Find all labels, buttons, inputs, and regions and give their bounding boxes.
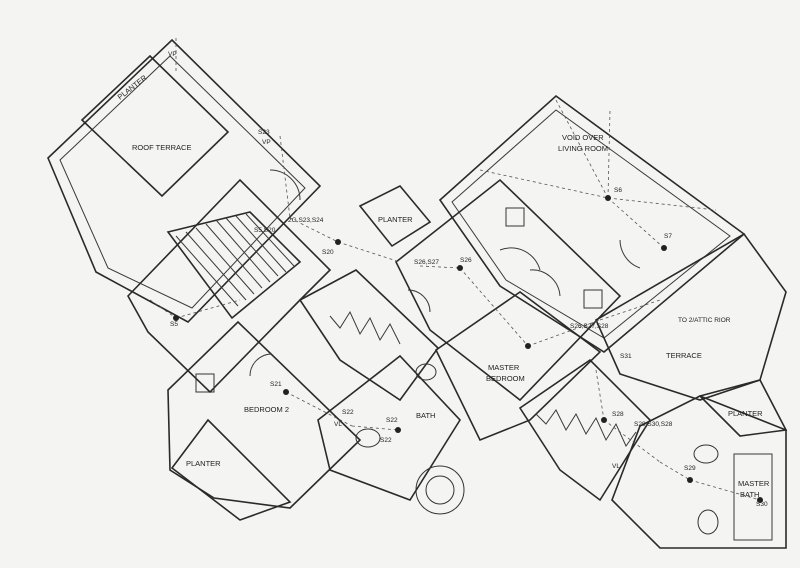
master-bath-tub (733, 453, 773, 541)
fixture-s7: S7 (664, 233, 672, 240)
label-planter-mid: PLANTER (378, 215, 413, 224)
switch-tags: S23 S5,S20 2G S23,S24 S26,S27 S26,S27,S2… (254, 129, 673, 428)
fixture-labels: S5 S20 S6 S7 S26 S21 S22 S28 S29 S30 S31 (170, 187, 768, 508)
tag-s29-s30-s28: S29,S30,S28 (634, 421, 673, 428)
void-inner (451, 109, 731, 339)
label-planter-right: PLANTER (728, 409, 763, 418)
label-void-line1: VOID OVER (562, 133, 604, 142)
light-s26 (457, 265, 463, 271)
bath-basin (355, 428, 381, 448)
stair-hall-outline (127, 178, 332, 394)
bath-toilet (415, 363, 437, 381)
light-s26b (525, 343, 531, 349)
tag-s23: S23 (258, 129, 270, 136)
tag-s5-s20: S5,S20 (254, 227, 276, 234)
label-planter-left: PLANTER (186, 459, 221, 468)
fixture-s6: S6 (614, 187, 622, 194)
label-master-bath-line1: MASTER (738, 479, 770, 488)
fixture-s31: S31 (620, 353, 632, 360)
label-master-bedroom-line1: MASTER (488, 363, 520, 372)
light-s28 (601, 417, 607, 423)
light-s21 (283, 389, 289, 395)
master-fan-box (583, 289, 603, 309)
light-points (173, 195, 763, 503)
left-wing-walls (47, 38, 462, 521)
label-bath: BATH (416, 411, 435, 420)
annotation-vl: VL (334, 421, 342, 428)
stair-block (166, 211, 302, 320)
label-bedroom2: BEDROOM 2 (244, 405, 289, 414)
roof-terrace-outline (47, 38, 322, 323)
bedroom2-outline (167, 320, 362, 509)
annotations: VP VP VL VL TO 2/ATTIC RIOR (168, 51, 731, 470)
right-wing-walls (358, 94, 788, 549)
fixture-s22: S22 (380, 437, 392, 444)
wiring (149, 38, 761, 501)
fixture-s21: S21 (270, 381, 282, 388)
wardrobe-outline (518, 358, 652, 502)
roof-terrace-inner (59, 55, 306, 309)
label-terrace: TERRACE (666, 351, 702, 360)
label-roof-terrace: ROOF TERRACE (132, 143, 191, 152)
fixture-s5: S5 (170, 321, 178, 328)
planter-left-box (170, 418, 292, 521)
bath-fixtures (195, 207, 719, 535)
stair-treads (175, 213, 295, 307)
door-swings (249, 169, 641, 377)
fixture-s20: S20 (322, 249, 334, 256)
annotation-vp-mid: VP (262, 139, 271, 146)
annotation-vl2: VL (612, 463, 620, 470)
label-master-bath-line2: BATH (740, 490, 759, 499)
light-s30 (757, 497, 763, 503)
planter-mid-box (358, 185, 432, 248)
light-s5 (173, 315, 179, 321)
tag-s23-s24: 2G S23,S24 (288, 217, 324, 224)
tag-s26-s27: S26,S27 (414, 259, 439, 266)
bath-shower-tray (415, 465, 465, 515)
light-s29 (687, 477, 693, 483)
fixture-s30: S30 (756, 501, 768, 508)
bath-outline (317, 354, 462, 501)
planter-top-box (80, 54, 230, 198)
master-bath-outline (611, 395, 787, 549)
fixture-s26: S26 (460, 257, 472, 264)
room-labels: ROOF TERRACE PLANTER PLANTER VOID OVER L… (116, 73, 770, 499)
master-bath-basin (693, 444, 719, 464)
annotation-vp-top: VP (168, 51, 177, 58)
bedroom2-fan-box (195, 373, 215, 393)
tag-s22-a: S22 (342, 409, 354, 416)
light-s20 (335, 239, 341, 245)
annotation-terrace-note: TO 2/ATTIC RIOR (678, 317, 731, 324)
corridor-outline (298, 269, 440, 402)
planter-right-box (698, 379, 788, 437)
fixture-s28: S28 (612, 411, 624, 418)
wardrobe-hangers (329, 310, 637, 447)
light-s6 (605, 195, 611, 201)
void-outline (438, 94, 746, 353)
label-master-bedroom-line2: BEDROOM (486, 374, 525, 383)
label-void-line2: LIVING ROOM (558, 144, 608, 153)
master-bedroom-lower (434, 291, 602, 442)
light-s22 (395, 427, 401, 433)
tag-s26-s27-s28: S26,S27,S28 (570, 323, 609, 330)
master-bath-toilet (697, 509, 719, 535)
master-bedroom-outline (394, 178, 622, 402)
light-s7 (661, 245, 667, 251)
void-fan-box (505, 207, 525, 227)
fixture-s29: S29 (684, 465, 696, 472)
tag-s22-b: S22 (386, 417, 398, 424)
